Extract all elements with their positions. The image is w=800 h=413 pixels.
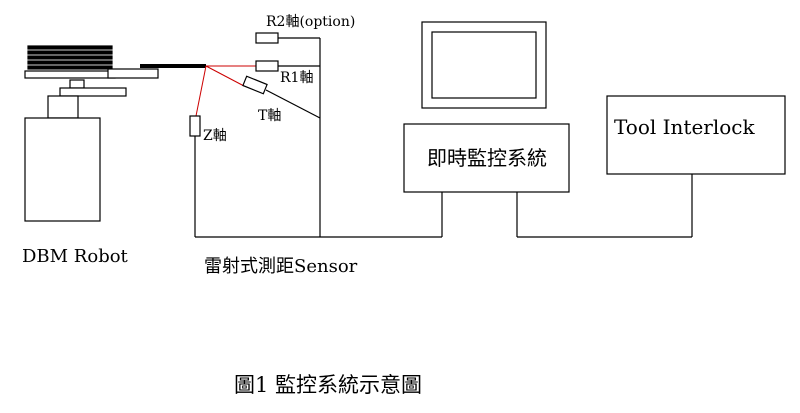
z-axis-label: Z軸 <box>203 128 227 144</box>
wafer-stack <box>24 45 116 89</box>
tool-interlock-label: Tool Interlock <box>614 115 755 139</box>
sensor-label: 雷射式測距Sensor <box>204 256 358 277</box>
robot-body <box>24 68 159 222</box>
t-axis-label: T軸 <box>258 108 281 124</box>
sensor-r2 <box>255 32 279 44</box>
end-effector-blade <box>140 64 206 68</box>
sensor-wiring <box>194 37 693 238</box>
laser-beams <box>195 65 256 117</box>
monitor-icon <box>421 21 547 109</box>
laser-sensors <box>189 32 279 137</box>
monitor-system-label: 即時監控系統 <box>427 146 547 170</box>
sensor-r1 <box>255 60 279 72</box>
monitor-system-box <box>403 123 570 193</box>
r2-axis-label: R2軸(option) <box>266 14 355 30</box>
r1-axis-label: R1軸 <box>280 70 313 86</box>
figure-caption: 圖1 監控系統示意圖 <box>234 373 422 397</box>
robot-label: DBM Robot <box>22 246 129 267</box>
sensor-t <box>242 75 268 95</box>
tool-interlock-box <box>606 95 786 175</box>
sensor-z <box>189 115 201 137</box>
